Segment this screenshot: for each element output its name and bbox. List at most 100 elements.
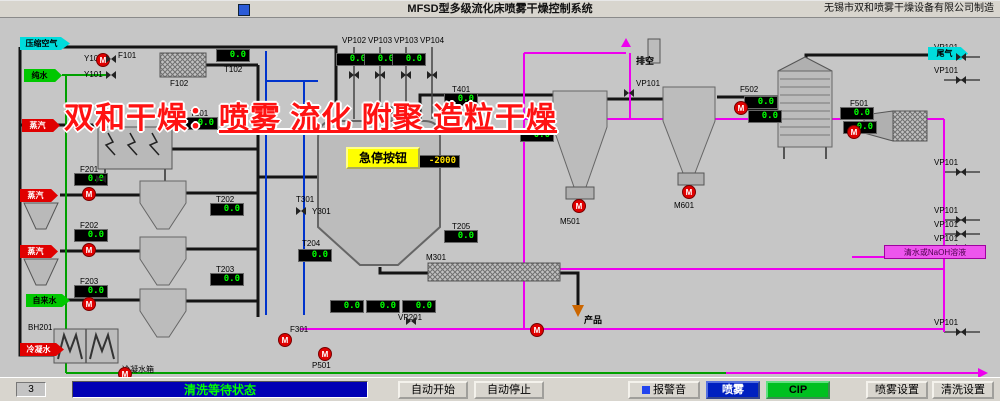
equip-label: F101	[118, 51, 137, 60]
feeder-cyclone-2	[139, 236, 187, 286]
value-display: 0.0	[330, 300, 364, 313]
motor-icon[interactable]: M	[682, 185, 696, 199]
spray-button[interactable]: 喷雾	[706, 381, 760, 399]
value-display: 0.0	[444, 93, 478, 106]
source-tag-steam-1: 蒸汽	[22, 119, 60, 132]
equip-label: T201	[190, 109, 209, 118]
motor-icon[interactable]: M	[82, 187, 96, 201]
equip-label: F201	[80, 165, 99, 174]
source-tag-steam-3: 蒸汽	[20, 245, 58, 258]
cyclone-a	[552, 90, 608, 200]
value-display: 0.0	[392, 53, 426, 66]
process-diagram	[18, 38, 988, 377]
value-display: 0.0	[210, 273, 244, 286]
equip-label: F203	[80, 277, 99, 286]
valve-icon[interactable]	[406, 317, 416, 325]
cip-button[interactable]: CIP	[766, 381, 830, 399]
value-display: 0.0	[748, 110, 782, 123]
equip-label: VP103	[368, 36, 393, 45]
naoh-solution-tag: 清水或NaOH溶液	[884, 245, 986, 259]
feeder-cyclone-1	[139, 180, 187, 230]
valve-icon[interactable]	[956, 53, 966, 61]
equip-label: T202	[216, 195, 235, 204]
equip-label: M301	[426, 253, 447, 262]
vent-stack	[647, 38, 661, 64]
equip-label: F102	[170, 79, 189, 88]
value-display: 0.0	[74, 285, 108, 298]
condensate-tank	[53, 328, 119, 364]
equip-label: 冷凝水箱	[122, 365, 154, 374]
valve-icon[interactable]	[427, 71, 437, 79]
equip-label: Y101	[84, 70, 103, 79]
equip-label: Y301	[312, 207, 331, 216]
valve-icon[interactable]	[349, 71, 359, 79]
value-display: 0.0	[744, 96, 778, 109]
motor-icon[interactable]: M	[530, 323, 544, 337]
mute-alarm-button[interactable]: 报警音	[628, 381, 700, 399]
equip-label: T401	[452, 85, 471, 94]
valve-icon[interactable]	[106, 71, 116, 79]
product-arrow-icon	[572, 305, 584, 317]
emergency-stop-button[interactable]: 急停按钮	[346, 147, 420, 169]
equip-label: VP103	[394, 36, 419, 45]
value-display: 0.0	[184, 117, 218, 130]
motor-icon[interactable]: M	[734, 101, 748, 115]
pipes-green	[62, 74, 726, 374]
equip-label: F502	[740, 85, 759, 94]
equip-label: F501	[850, 99, 869, 108]
title-bar: MFSD型多级流化床喷雾干燥控制系统 无锡市双和喷雾干燥设备有限公司制造	[0, 1, 1000, 18]
value-display: 0.0	[216, 49, 250, 62]
valve-icon[interactable]	[956, 76, 966, 84]
valve-icon[interactable]	[401, 71, 411, 79]
value-display: 0.0	[840, 107, 874, 120]
motor-icon[interactable]: M	[572, 199, 586, 213]
product-label: 产品	[584, 315, 603, 325]
spray-settings-button[interactable]: 喷雾设置	[866, 381, 928, 399]
counter-box: 3	[16, 382, 46, 397]
feed-funnel-1	[23, 202, 59, 230]
valve-icon[interactable]	[96, 175, 106, 183]
motor-icon[interactable]: M	[318, 347, 332, 361]
valve-icon[interactable]	[956, 328, 966, 336]
value-display-warning: -2000	[418, 155, 460, 168]
equip-label: VP101	[934, 206, 959, 215]
auto-start-button[interactable]: 自动开始	[398, 381, 468, 399]
valve-icon[interactable]	[296, 207, 306, 215]
drain-arrow-icon	[978, 368, 988, 377]
valve-icon[interactable]	[956, 168, 966, 176]
equip-label: T205	[452, 222, 471, 231]
value-display: 0.0	[364, 53, 398, 66]
valve-icon[interactable]	[956, 216, 966, 224]
status-bar: 清洗等待状态	[72, 381, 368, 398]
valve-icon[interactable]	[106, 55, 116, 63]
speaker-icon	[642, 385, 650, 394]
value-display: 0.0	[402, 300, 436, 313]
equip-label: Y102	[84, 54, 103, 63]
vent-label: 排空	[636, 56, 655, 66]
motor-icon[interactable]: M	[847, 125, 861, 139]
equip-label: VP101	[934, 66, 959, 75]
value-display: 0.0	[298, 249, 332, 262]
feed-funnel-2	[23, 258, 59, 286]
cyclone-b	[662, 86, 716, 186]
motor-icon[interactable]: M	[82, 297, 96, 311]
auto-stop-button[interactable]: 自动停止	[474, 381, 544, 399]
equip-label: F301	[290, 325, 309, 334]
app-icon	[238, 4, 250, 16]
source-tag-condensate: 冷凝水	[20, 343, 64, 356]
valve-icon[interactable]	[956, 230, 966, 238]
equip-label: VP101	[934, 158, 959, 167]
manufacturer-label: 无锡市双和喷雾干燥设备有限公司制造	[824, 3, 994, 14]
clean-settings-button[interactable]: 清洗设置	[932, 381, 994, 399]
condenser	[777, 56, 833, 159]
motor-icon[interactable]: M	[278, 333, 292, 347]
motor-icon[interactable]: M	[82, 243, 96, 257]
mute-alarm-label: 报警音	[653, 383, 686, 396]
valve-icon[interactable]	[375, 71, 385, 79]
equip-label: T204	[302, 239, 321, 248]
valve-icon[interactable]	[624, 89, 634, 97]
control-bar: 3 清洗等待状态 自动开始 自动停止 报警音 喷雾 CIP 喷雾设置 清洗设置	[0, 377, 1000, 401]
value-display: 0.0	[520, 129, 554, 142]
equip-label: T102	[224, 65, 243, 74]
